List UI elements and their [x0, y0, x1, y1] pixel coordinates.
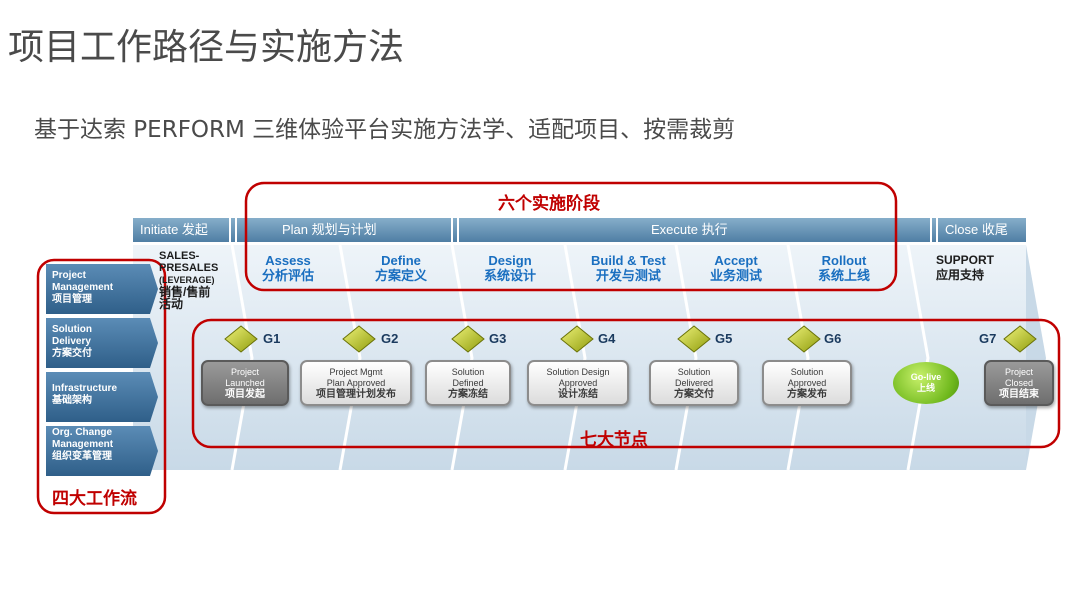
gate-diamond-g5	[677, 325, 711, 353]
seven-nodes-callout-box	[191, 318, 1061, 449]
gate-diamond-g6	[787, 325, 821, 353]
phase-close: Close 收尾	[945, 222, 1008, 237]
stream-arrow-1	[46, 264, 158, 314]
gate-diamond-g7	[1003, 325, 1037, 353]
gate-label-g5: G5	[715, 331, 733, 346]
phase-initiate: Initiate 发起	[140, 222, 208, 237]
presales-label: SALES- PRESALES (LEVERAGE) 销售/售前 活动	[159, 250, 219, 311]
page-subtitle: 基于达索 PERFORM 三维体验平台实施方法学、适配项目、按需裁剪	[34, 117, 736, 143]
gate-diamond-g4	[560, 325, 594, 353]
stream-arrow-2	[46, 318, 158, 368]
page-title: 项目工作路径与实施方法	[8, 27, 405, 68]
gate-diamonds	[224, 325, 1037, 353]
phase-bar	[133, 218, 1026, 242]
gate-label-g7: G7	[979, 331, 997, 346]
gate-label-g4: G4	[598, 331, 616, 346]
stream-arrow-4	[46, 426, 158, 476]
gate-diamond-g2	[342, 325, 376, 353]
gate-diamond-g1	[224, 325, 258, 353]
seven-nodes-label: 七大节点	[580, 430, 648, 450]
gate-diamond-g3	[451, 325, 485, 353]
gate-label-g2: G2	[381, 331, 399, 346]
gate-label-g6: G6	[824, 331, 842, 346]
four-streams-callout-box	[36, 258, 167, 515]
six-phases-label: 六个实施阶段	[498, 194, 600, 214]
main-band	[133, 245, 1026, 470]
phase-execute: Execute 执行	[651, 222, 728, 237]
gate-label-g1: G1	[263, 331, 281, 346]
stream-arrow-3	[46, 372, 158, 422]
phase-plan: Plan 规划与计划	[282, 222, 377, 237]
four-streams-label: 四大工作流	[52, 489, 137, 509]
gate-label-g3: G3	[489, 331, 507, 346]
six-phases-callout-box	[244, 181, 898, 292]
